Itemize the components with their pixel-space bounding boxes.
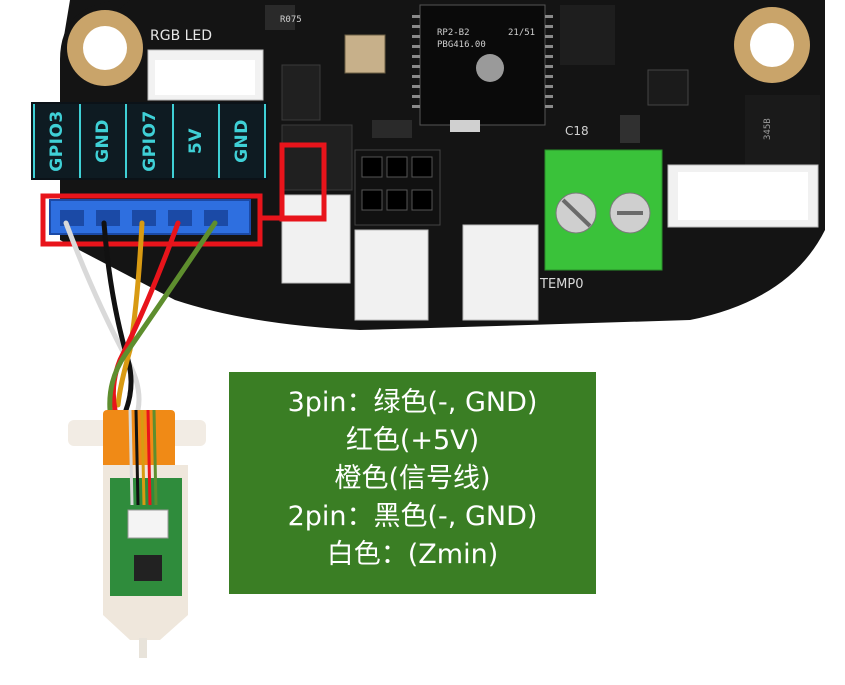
pin-cell-5v: 5V [171, 104, 218, 178]
note-3pin-green: 3pin：绿色(-, GND) [287, 387, 538, 418]
pin-cell-gpio7: GPIO7 [125, 104, 171, 178]
note-white: 白色：(Zmin) [326, 539, 499, 570]
wires [63, 220, 218, 423]
wire-green [107, 220, 218, 413]
temp-label: TEMP0 [539, 277, 583, 292]
pin-cell-gnd-1: GND [79, 104, 125, 178]
svg-text:345B: 345B [763, 118, 773, 140]
note-2pin-black: 2pin：黑色(-, GND) [287, 501, 538, 532]
pin-label-strip: GPIO3 GND GPIO7 5V GND [31, 102, 268, 180]
wire-white [63, 220, 142, 423]
crystal [344, 34, 386, 74]
fan-connector-2 [354, 229, 429, 321]
pin-cell-gnd-2: GND [217, 104, 267, 178]
mcu-label-2: PBG416.00 [437, 40, 486, 50]
fan-connector-1 [281, 194, 351, 284]
connector-highlight-box [40, 193, 263, 247]
fan-connector-3 [462, 224, 539, 321]
mcu-label-1: RP2-B2 [437, 28, 470, 38]
pin-label-gpio7: GPIO7 [139, 110, 160, 172]
controller-board: RP2-B2 PBG416.00 21/51 R075 C18 345B RGB… [60, 0, 825, 330]
wire-red [110, 220, 181, 413]
rgb-led-label: RGB LED [150, 28, 212, 44]
pin-label-gnd-1: GND [93, 119, 114, 163]
pin-label-gpio3: GPIO3 [47, 110, 68, 172]
pin-label-gnd-2: GND [231, 119, 252, 163]
bltouch-probe [68, 409, 206, 658]
pin-label-5v: 5V [185, 128, 206, 154]
mcu-date: 21/51 [508, 28, 535, 38]
header-pins-top [281, 64, 321, 121]
highlight-boxes [40, 142, 327, 247]
resistor-label: R075 [280, 15, 302, 25]
raspberry-logo-icon [476, 54, 504, 82]
wiring-notes-box: 3pin：绿色(-, GND) 红色(+5V) 橙色(信号线) 2pin：黑色(… [229, 372, 596, 594]
note-red: 红色(+5V) [345, 425, 480, 456]
note-orange: 橙色(信号线) [334, 463, 491, 494]
blue-5pin-connector [49, 199, 251, 235]
cap-label: C18 [565, 124, 589, 138]
pin-cell-gpio3: GPIO3 [33, 104, 79, 178]
